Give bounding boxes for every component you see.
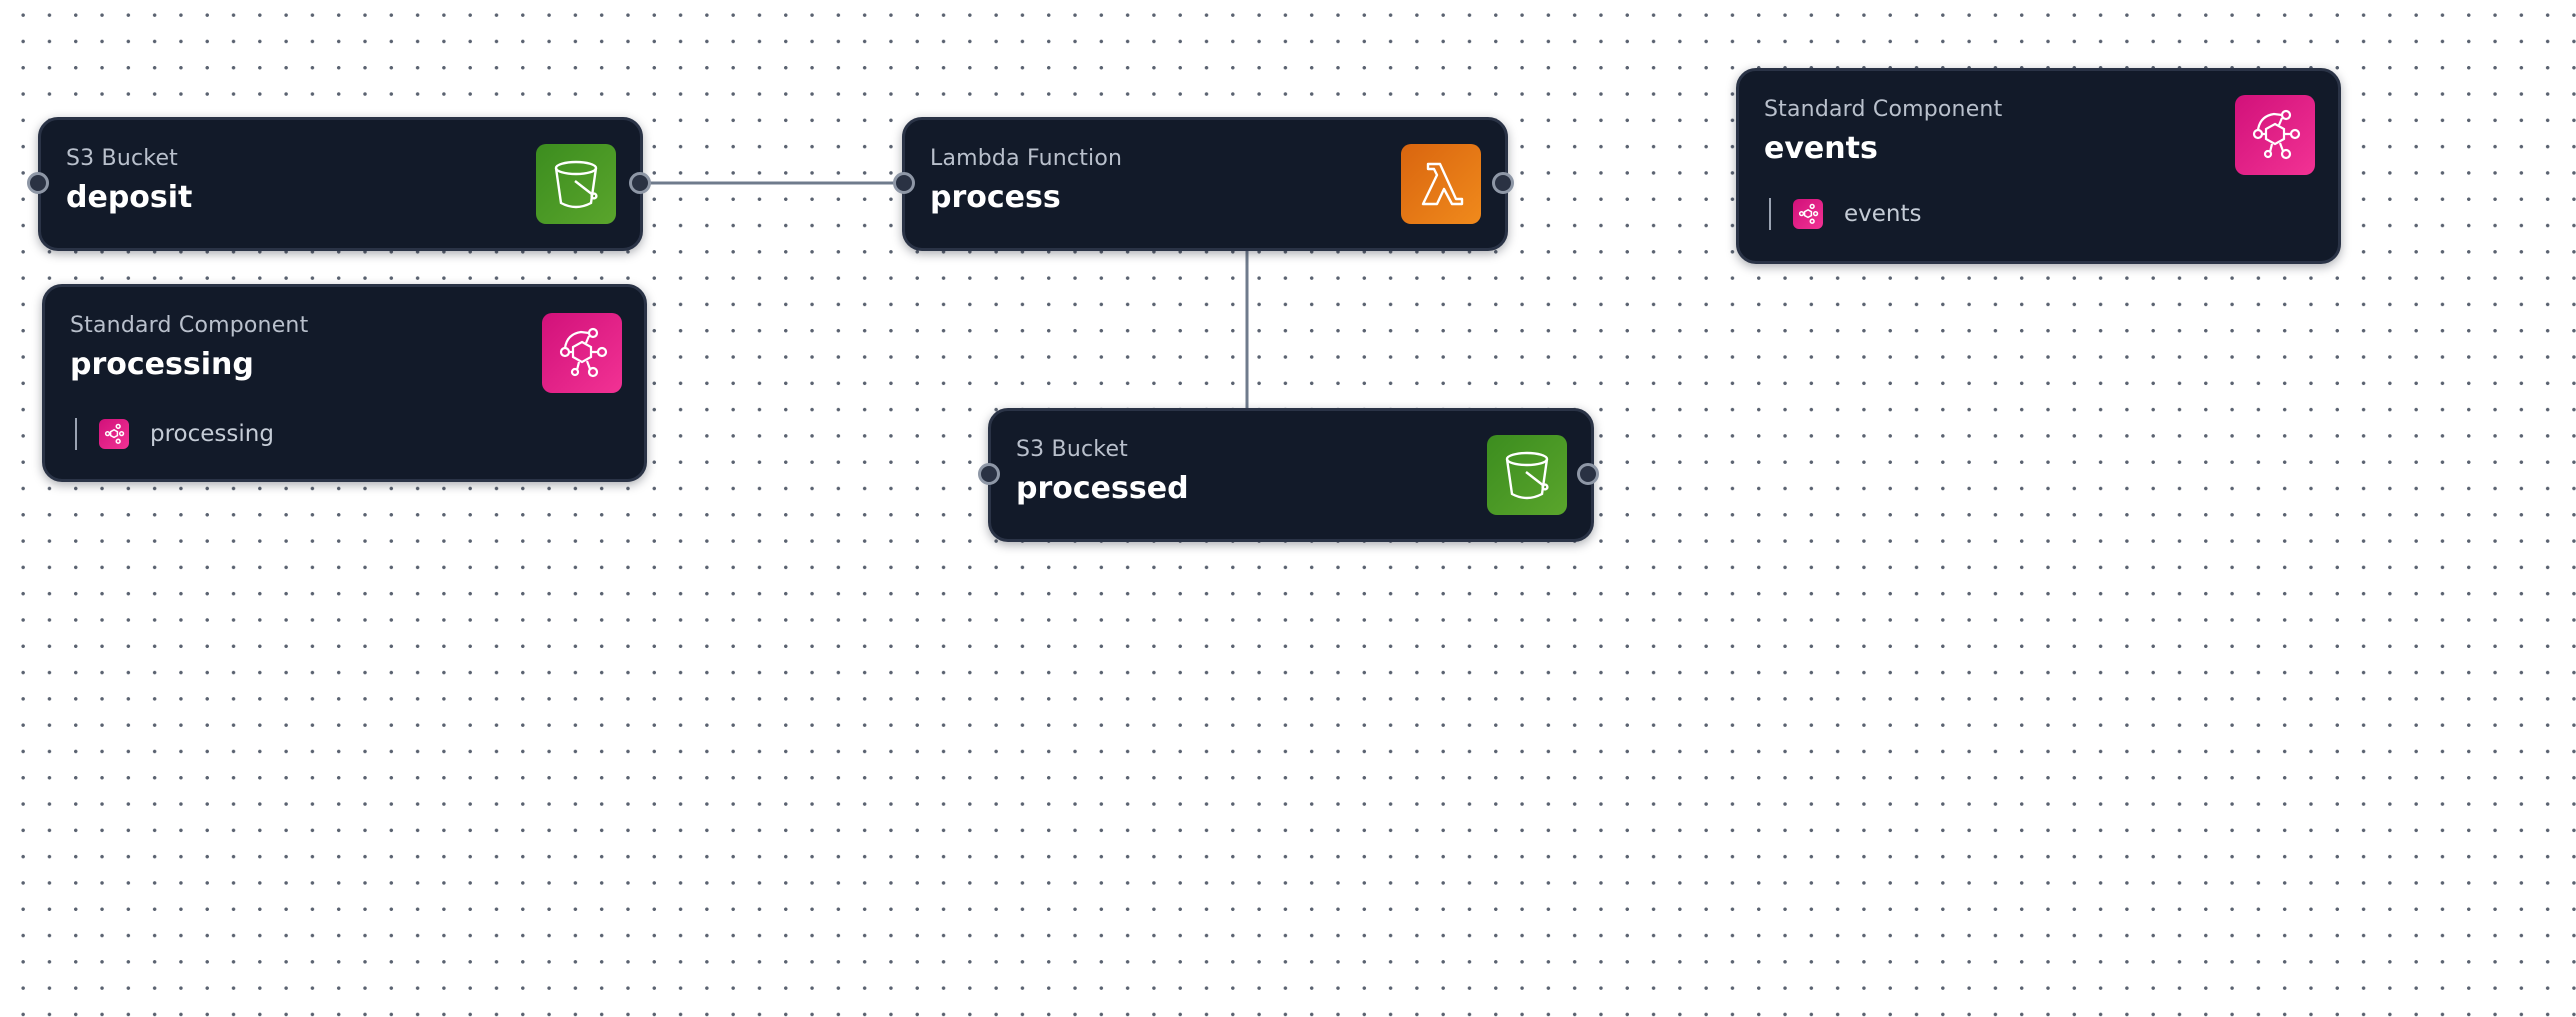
eventbridge-icon — [542, 313, 622, 393]
divider — [1769, 198, 1771, 230]
handle-process-left[interactable] — [893, 172, 915, 194]
node-name: processing — [70, 347, 254, 382]
eventbridge-icon — [2235, 95, 2315, 175]
handle-processed-left[interactable] — [978, 463, 1000, 485]
s3-bucket-icon — [536, 144, 616, 224]
node-name: processed — [1016, 471, 1189, 506]
sub-component-row[interactable]: events — [1769, 197, 1922, 231]
node-type-label: S3 Bucket — [66, 146, 179, 171]
sub-component-label: events — [1844, 201, 1922, 227]
node-processing[interactable]: Standard Component processing processing — [42, 284, 647, 482]
divider — [75, 418, 77, 450]
handle-deposit-right[interactable] — [629, 172, 651, 194]
node-name: deposit — [66, 180, 193, 215]
node-type-label: S3 Bucket — [1016, 437, 1129, 462]
node-name: process — [930, 180, 1061, 215]
node-deposit[interactable]: S3 Bucket deposit — [38, 117, 643, 251]
node-name: events — [1764, 131, 1878, 166]
eventbridge-icon — [99, 419, 129, 449]
eventbridge-icon — [1793, 199, 1823, 229]
sub-component-row[interactable]: processing — [75, 417, 274, 451]
node-type-label: Standard Component — [70, 313, 309, 338]
handle-deposit-left[interactable] — [27, 172, 49, 194]
handle-process-right[interactable] — [1492, 172, 1514, 194]
node-type-label: Standard Component — [1764, 97, 2003, 122]
sub-component-label: processing — [150, 421, 274, 447]
handle-processed-right[interactable] — [1577, 463, 1599, 485]
node-process[interactable]: Lambda Function process — [902, 117, 1508, 251]
node-type-label: Lambda Function — [930, 146, 1123, 171]
node-processed[interactable]: S3 Bucket processed — [988, 408, 1594, 542]
s3-bucket-icon — [1487, 435, 1567, 515]
node-events[interactable]: Standard Component events events — [1736, 68, 2341, 264]
lambda-icon — [1401, 144, 1481, 224]
